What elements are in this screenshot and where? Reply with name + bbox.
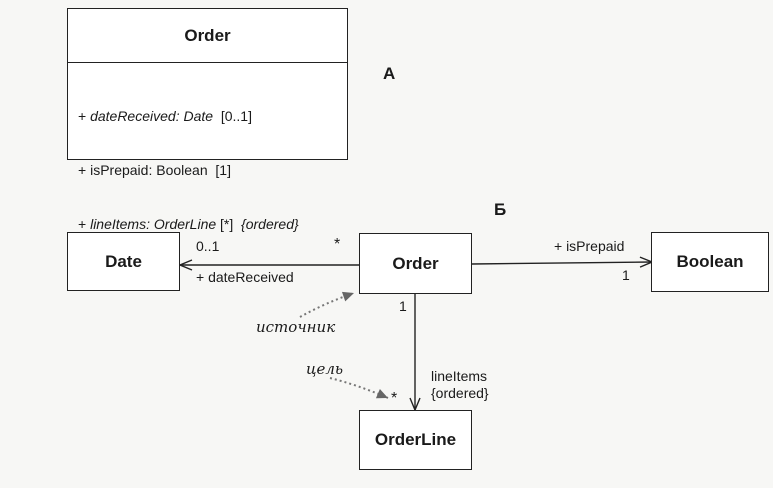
boolean-multiplicity: 1 (622, 267, 630, 283)
order-class: Order (359, 233, 472, 294)
target-annotation: цель (306, 360, 344, 378)
order-class-divider (68, 62, 347, 63)
date-multiplicity: 0..1 (196, 238, 220, 254)
marker-a: А (383, 64, 396, 83)
assoc-order-boolean (471, 262, 652, 264)
attribute-date-received: + dateReceived: Date [0..1] (78, 108, 252, 124)
target-pointer (329, 377, 389, 399)
is-prepaid-role: + isPrepaid (554, 238, 625, 254)
source-pointer (299, 291, 355, 318)
order-class-detailed: Order + dateReceived: Date [0..1] + isPr… (67, 8, 348, 232)
order-class-title: Order (184, 25, 231, 45)
source-annotation: источник (256, 318, 336, 336)
lineitems-constraint: {ordered} (431, 385, 489, 401)
lineitems-role: lineItems (431, 368, 488, 384)
lineitems-source-multiplicity: 1 (399, 298, 407, 314)
attribute-is-prepaid: + isPrepaid: Boolean [1] (78, 162, 231, 178)
order-attribute-list: + dateReceived: Date [0..1] + isPrepaid:… (78, 71, 299, 269)
orderline-class: OrderLine (359, 410, 472, 470)
marker-b: Б (494, 200, 507, 219)
boolean-class: Boolean (651, 232, 769, 292)
orderline-multiplicity: * (391, 390, 398, 407)
date-class: Date (67, 232, 180, 291)
date-received-role: + dateReceived (196, 269, 294, 285)
attribute-line-items: + lineItems: OrderLine [*] {ordered} (78, 216, 299, 232)
order-date-end-multiplicity: * (334, 236, 341, 253)
